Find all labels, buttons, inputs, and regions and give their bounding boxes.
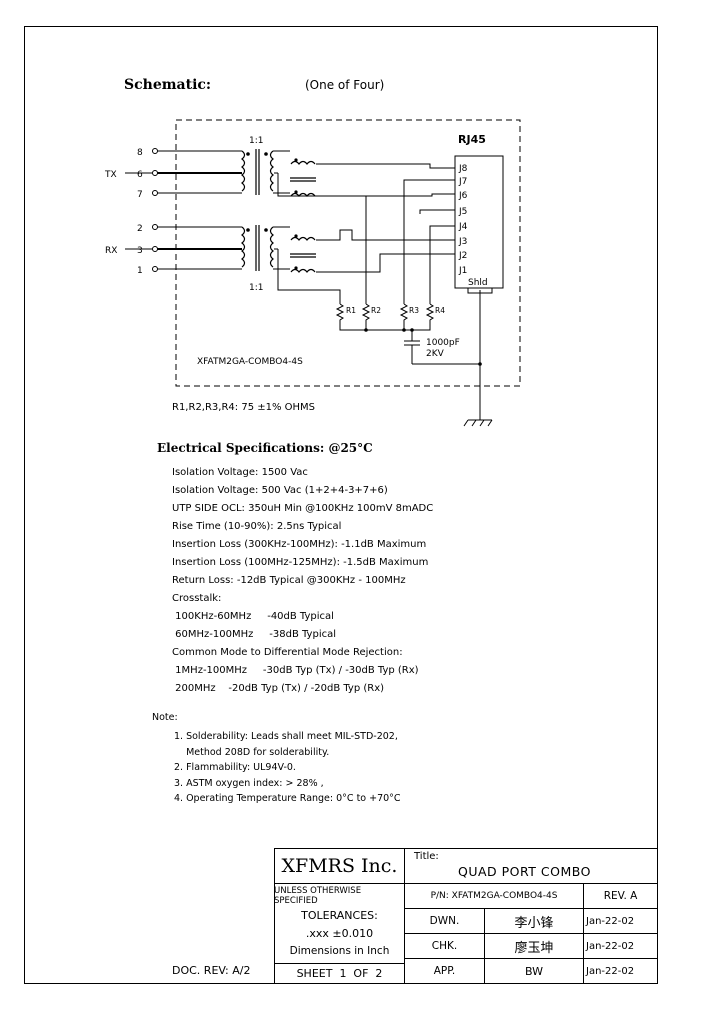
jack-pin-label: J8 — [458, 164, 468, 174]
shield-label: Shld — [468, 278, 488, 288]
note-item: 4. Operating Temperature Range: 0°C to +… — [174, 793, 401, 804]
app-label: APP. — [433, 965, 456, 977]
spec-line: 100KHz-60MHz -40dB Typical — [172, 611, 334, 622]
note-item: 3. ASTM oxygen index: > 28% , — [174, 777, 324, 789]
spec-line: Common Mode to Differential Mode Rejecti… — [172, 647, 403, 658]
tx-label: TX — [104, 170, 117, 180]
resistor-label: R4 — [435, 306, 445, 315]
resistor-label: R2 — [371, 306, 381, 315]
note-item: 1. Solderability: Leads shall meet MIL-S… — [174, 731, 398, 742]
ratio-label-top: 1:1 — [249, 136, 263, 146]
jack-pin-label: J1 — [458, 266, 467, 276]
jack-pin-label: J4 — [458, 222, 468, 232]
spec-line: 200MHz -20dB Typ (Tx) / -20dB Typ (Rx) — [172, 683, 385, 694]
drawing-title: QUAD PORT COMBO — [458, 864, 591, 879]
spec-line: Insertion Loss (300KHz-100MHz): -1.1dB M… — [172, 539, 427, 550]
jack-pin-label: J3 — [458, 237, 467, 247]
jack-pin-label: J2 — [458, 251, 467, 261]
jack-pin-label: J6 — [458, 191, 468, 201]
unless-specified: UNLESS OTHERWISE SPECIFIED — [274, 886, 362, 906]
spec-line: Rise Time (10-90%): 2.5ns Typical — [172, 521, 342, 532]
ratio-label-bottom: 1:1 — [249, 283, 263, 293]
spec-line: Isolation Voltage: 500 Vac (1+2+4-3+7+6) — [172, 485, 388, 496]
pin-label: 3 — [137, 246, 143, 256]
revision: REV. A — [603, 890, 638, 902]
resistor-label: R1 — [346, 306, 356, 315]
resistor-label: R3 — [409, 306, 419, 315]
schematic-heading: Schematic: — [124, 77, 212, 93]
spec-line: Isolation Voltage: 1500 Vac — [172, 467, 308, 478]
dwn-signature: 李小锋 — [514, 915, 554, 931]
jack-pin-label: J5 — [458, 207, 467, 217]
title-label: Title: — [414, 851, 439, 862]
chk-signature: 廖玉坤 — [514, 940, 554, 956]
dwn-date: Jan-22-02 — [586, 915, 635, 927]
cap-value: 1000pF — [426, 338, 460, 348]
notes-list: 1. Solderability: Leads shall meet MIL-S… — [174, 729, 401, 807]
tolerances-label: TOLERANCES: — [301, 908, 378, 922]
note-item: 2. Flammability: UL94V-0. — [174, 762, 296, 773]
notes-title: Note: — [152, 712, 178, 723]
app-date: Jan-22-02 — [586, 965, 635, 977]
doc-rev: DOC. REV: A/2 — [172, 964, 251, 977]
spec-line: UTP SIDE OCL: 350uH Min @100KHz 100mV 8m… — [172, 503, 434, 514]
sheet-number: SHEET 1 OF 2 — [296, 967, 383, 980]
pin-label: 8 — [137, 148, 143, 158]
note-item: Method 208D for solderability. — [174, 746, 330, 758]
schematic-subheading: (One of Four) — [305, 78, 385, 92]
rx-label: RX — [105, 246, 117, 256]
spec-line: 1MHz-100MHz -30dB Typ (Tx) / -30dB Typ (… — [172, 665, 419, 676]
jack-pin-label: J7 — [458, 177, 467, 187]
pin-label: 2 — [137, 224, 143, 234]
dwn-label: DWN. — [429, 915, 460, 927]
spec-list: Isolation Voltage: 1500 Vac Isolation Vo… — [172, 464, 433, 698]
app-signature: BW — [524, 964, 544, 978]
spec-line: 60MHz-100MHz -38dB Typical — [172, 629, 337, 640]
part-label: XFATM2GA-COMBO4-4S — [197, 357, 303, 367]
dimensions-unit: Dimensions in Inch — [289, 945, 390, 957]
spec-line: Crosstalk: — [172, 593, 222, 604]
tolerance-value: .xxx ±0.010 — [305, 926, 374, 940]
pin-label: 6 — [137, 170, 143, 180]
pin-label: 7 — [137, 190, 143, 200]
chk-date: Jan-22-02 — [586, 940, 635, 952]
chk-label: CHK. — [431, 940, 458, 952]
spec-line: Insertion Loss (100MHz-125MHz): -1.5dB M… — [172, 557, 429, 568]
electrical-title: Electrical Specifications: @25°C — [157, 441, 373, 455]
cap-voltage: 2KV — [426, 349, 445, 359]
spec-line: Return Loss: -12dB Typical @300KHz - 100… — [172, 575, 406, 586]
resistor-note: R1,R2,R3,R4: 75 ±1% OHMS — [172, 402, 316, 413]
schematic-diagram: 1:1 1:1 RJ45 XFATM2GA-COMBO4-4S TX RX 8 … — [104, 119, 521, 427]
company-name: XFMRS Inc. — [281, 855, 398, 877]
rj45-title: RJ45 — [458, 133, 486, 146]
part-number: P/N: XFATM2GA-COMBO4-4S — [430, 891, 558, 901]
pin-label: 1 — [137, 266, 143, 276]
